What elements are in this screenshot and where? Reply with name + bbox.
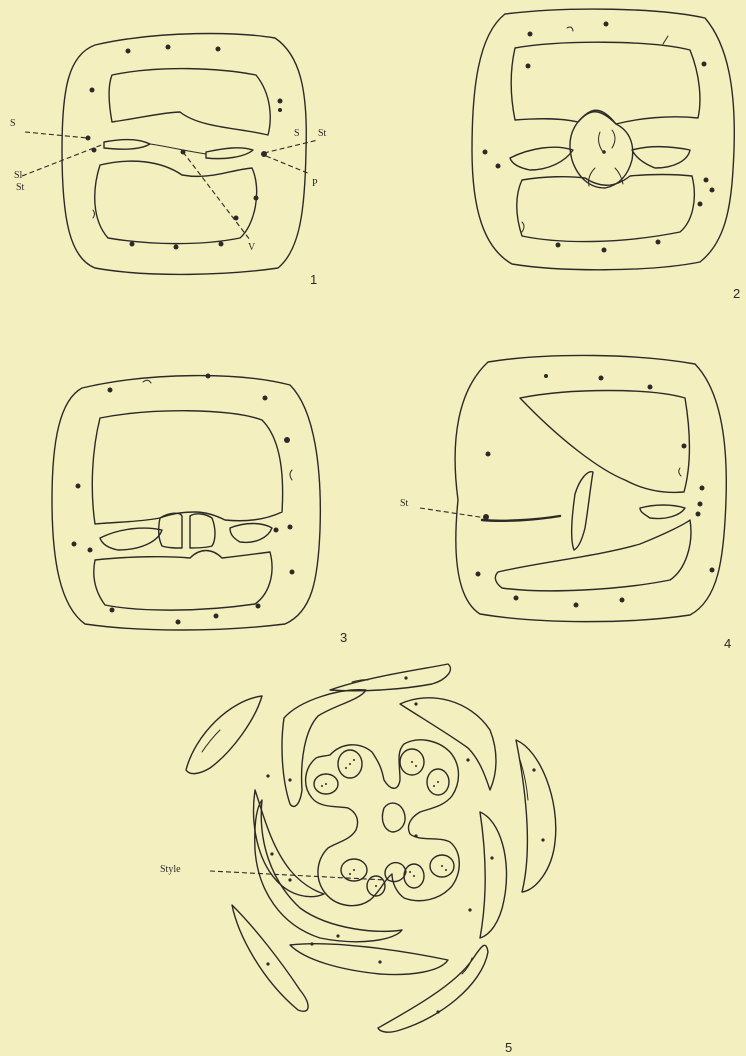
fig5-petal-upper-left: [282, 690, 366, 807]
fig3-lower-locule: [94, 551, 272, 611]
fig4-stylar-canal: [482, 516, 560, 521]
figure-1: S Sl St S St P V 1: [10, 34, 327, 287]
fig1-label-sl: Sl: [14, 170, 23, 181]
fig1-central-line: [150, 144, 206, 154]
fig1-septum-right: [206, 148, 253, 159]
fig1-label-v: V: [248, 242, 256, 253]
fig5-ovary-outline: [306, 740, 460, 906]
fig5-number: 5: [505, 1040, 512, 1055]
figure-4: St 4: [400, 355, 731, 651]
fig2-left-wing: [510, 147, 573, 170]
fig1-number: 1: [310, 272, 317, 287]
fig5-sepal-right: [516, 740, 556, 892]
fig3-number: 3: [340, 630, 347, 645]
fig5-sepal-left: [186, 696, 262, 774]
fig4-right-wing: [640, 505, 685, 519]
fig3-upper-locule: [92, 411, 282, 524]
fig5-petal-right: [480, 812, 507, 938]
fig4-number: 4: [724, 636, 731, 651]
figure-3: 3: [52, 374, 347, 646]
fig5-sepal-bottom-left: [232, 905, 308, 1011]
fig2-right-wing: [632, 147, 690, 168]
fig1-lower-locule: [95, 161, 257, 244]
fig4-central-septum: [572, 472, 593, 550]
fig1-label-st-right: St: [318, 128, 327, 139]
fig2-upper-locule: [511, 42, 700, 124]
fig4-label-st: St: [400, 498, 409, 509]
fig5-petal-lower-left: [255, 800, 402, 942]
fig1-label-st-left: St: [16, 182, 25, 193]
fig3-left-wing: [100, 528, 162, 550]
fig5-sepal-top: [330, 664, 450, 691]
fig1-upper-locule: [109, 69, 270, 135]
fig5-style: [382, 803, 405, 832]
fig5-petal-bottom: [290, 944, 448, 975]
fig5-label-style: Style: [160, 864, 181, 875]
fig3-right-wing: [230, 524, 272, 543]
fig1-label-s-left: S: [10, 118, 16, 129]
fig1-septum-left: [104, 140, 150, 150]
fig2-number: 2: [733, 286, 740, 301]
fig4-upper-locule: [520, 391, 689, 493]
fig4-lower-locule: [495, 520, 691, 591]
fig1-label-s-right: S: [294, 128, 300, 139]
fig1-label-p: P: [312, 178, 318, 189]
figure-2: 2: [472, 9, 740, 301]
fig2-lower-locule: [517, 175, 695, 242]
fig2-outer-wall: [472, 9, 734, 270]
figure-5: Style 5: [160, 664, 556, 1055]
